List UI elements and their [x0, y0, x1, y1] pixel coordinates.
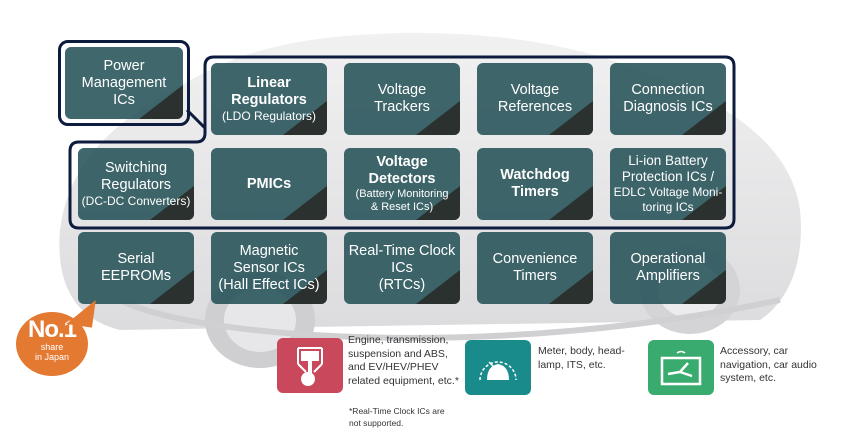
- legend-line: Engine, transmission,: [348, 334, 449, 346]
- box-sublabel: (DC-DC Converters): [81, 193, 191, 208]
- legend-line: system, etc.: [720, 372, 777, 384]
- legend-line: lamp, ITS, etc.: [538, 358, 606, 371]
- box-label-line: Li-ion Battery: [628, 153, 708, 168]
- ic-category-linear-regulators[interactable]: Linear Regulators (LDO Regulators): [211, 63, 327, 135]
- box-label-line: Regulators: [231, 91, 307, 108]
- car-navigation-icon: [660, 350, 702, 385]
- ic-category-magnetic-sensor[interactable]: Magnetic Sensor ICs (Hall Effect ICs): [211, 232, 327, 304]
- ic-category-watchdog-timers[interactable]: Watchdog Timers: [477, 148, 593, 220]
- navigation-category-icon-box: [648, 340, 714, 395]
- box-sublabel: (LDO Regulators): [221, 108, 317, 123]
- box-label-line: Protection ICs /: [621, 169, 715, 184]
- box-label-line: Operational: [630, 251, 706, 267]
- box-label-line: Connection: [631, 82, 705, 98]
- ic-category-connection-diagnosis[interactable]: Connection Diagnosis ICs: [610, 63, 726, 135]
- box-label-line: ICs: [113, 91, 135, 108]
- box-label-line: Timers: [511, 184, 559, 200]
- rtc-footnote: *Real-Time Clock ICs are not supported.: [349, 405, 445, 429]
- box-label-line: Watchdog: [500, 167, 570, 183]
- box-label-line: PMICs: [246, 175, 292, 192]
- ic-category-pmics[interactable]: PMICs: [211, 148, 327, 220]
- box-label-line: EEPROMs: [100, 268, 172, 284]
- badge-number: No.1: [27, 316, 77, 343]
- box-label-line: Sensor ICs: [233, 259, 305, 276]
- box-label-line: Power: [103, 57, 145, 74]
- navigation-category-text: Accessory, car navigation, car audio sys…: [720, 345, 817, 386]
- box-label-line: Switching: [104, 159, 168, 176]
- box-label-line: Regulators: [100, 176, 172, 193]
- footnote-line: not supported.: [349, 418, 404, 428]
- ic-category-voltage-references[interactable]: Voltage References: [477, 63, 593, 135]
- box-label-line: ICs: [391, 259, 413, 276]
- legend-line: and EV/HEV/PHEV: [348, 361, 439, 373]
- box-sublabel: EDLC Voltage Moni-: [613, 185, 723, 199]
- box-label-line: Voltage: [377, 82, 427, 98]
- badge-line: share: [40, 342, 64, 352]
- power-management-box[interactable]: Power Management ICs: [65, 47, 183, 119]
- box-label-line: Serial: [117, 251, 155, 267]
- box-label-line: Detectors: [368, 171, 436, 187]
- legend-line: related equipment, etc.*: [348, 374, 459, 387]
- ic-category-voltage-trackers[interactable]: Voltage Trackers: [344, 63, 460, 135]
- box-label-line: Magnetic: [239, 242, 299, 259]
- box-label-line: References: [497, 99, 573, 115]
- ic-category-voltage-detectors[interactable]: Voltage Detectors (Battery Monitoring & …: [344, 148, 460, 220]
- ic-category-operational-amplifiers[interactable]: Operational Amplifiers: [610, 232, 726, 304]
- legend-line: suspension and ABS,: [348, 347, 448, 360]
- box-label-line: (Hall Effect ICs): [218, 276, 320, 293]
- no1-share-badge: No.1 share in Japan: [16, 312, 88, 376]
- box-label-line: Management: [81, 74, 167, 91]
- legend-line: Meter, body, head-: [538, 345, 625, 357]
- box-sublabel: (Battery Monitoring: [355, 188, 449, 200]
- meter-category-text: Meter, body, head- lamp, ITS, etc.: [538, 345, 625, 372]
- box-label-line: Diagnosis ICs: [623, 99, 713, 115]
- box-label-line: Voltage: [376, 154, 428, 170]
- ic-category-convenience-timers[interactable]: Convenience Timers: [477, 232, 593, 304]
- box-sublabel: & Reset ICs): [370, 201, 434, 213]
- ic-category-real-time-clock[interactable]: Real-Time Clock ICs (RTCs): [344, 232, 460, 304]
- box-label-line: Convenience: [492, 251, 578, 267]
- box-label-line: Voltage: [510, 82, 560, 98]
- box-label-line: Linear: [247, 74, 291, 91]
- connector-line: [185, 108, 207, 130]
- ic-category-switching-regulators[interactable]: Switching Regulators (DC-DC Converters): [78, 148, 194, 220]
- box-label-line: Amplifiers: [636, 268, 700, 284]
- engine-category-icon-box: [277, 338, 343, 393]
- engine-category-text: Engine, transmission, suspension and ABS…: [348, 334, 459, 388]
- engine-piston-icon: [297, 346, 323, 386]
- badge-line: in Japan: [34, 352, 70, 362]
- ic-category-li-ion-battery-protection[interactable]: Li-ion Battery Protection ICs / EDLC Vol…: [610, 148, 726, 220]
- legend-line: navigation, car audio: [720, 358, 817, 371]
- box-label-line: Timers: [513, 268, 557, 284]
- box-label-line: Trackers: [374, 99, 430, 115]
- speedometer-icon: [479, 360, 517, 380]
- box-label-line: (RTCs): [378, 276, 426, 293]
- meter-category-icon-box: [465, 340, 531, 395]
- legend-line: Accessory, car: [720, 345, 789, 357]
- footnote-line: *Real-Time Clock ICs are: [349, 406, 445, 416]
- box-label-line: Real-Time Clock: [348, 242, 456, 259]
- box-sublabel: toring ICs: [642, 200, 694, 214]
- power-management-frame: [58, 40, 190, 126]
- ic-category-serial-eeproms[interactable]: Serial EEPROMs: [78, 232, 194, 304]
